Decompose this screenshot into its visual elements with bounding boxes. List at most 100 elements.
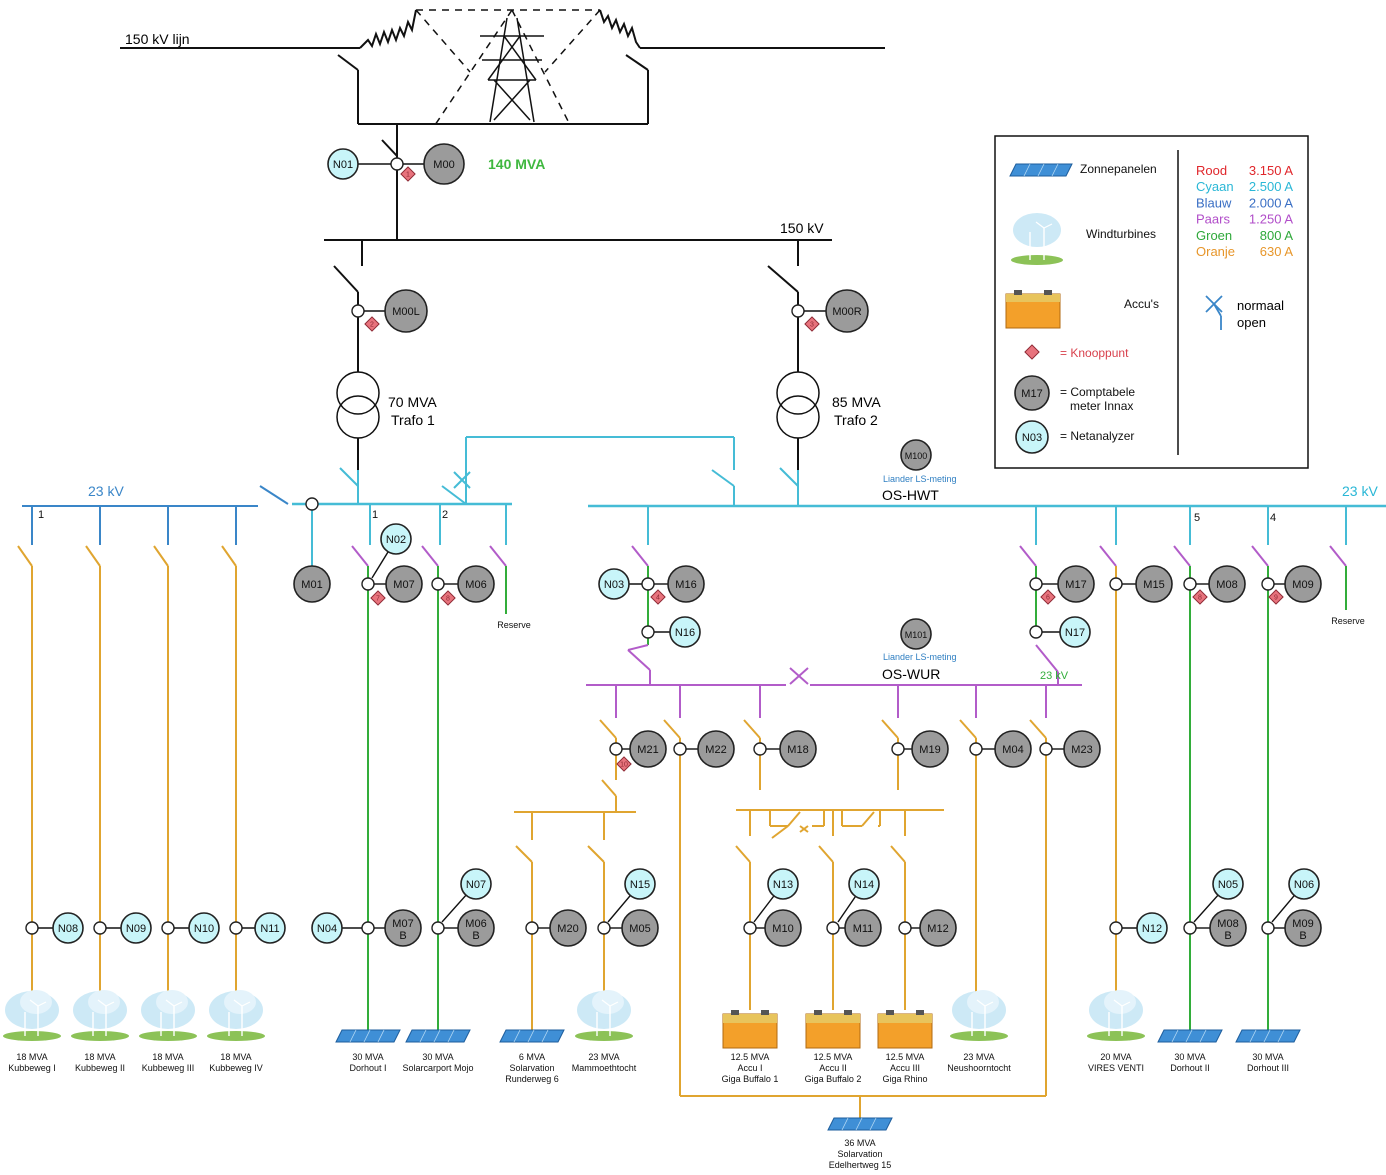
normally-open-label2: open xyxy=(1237,315,1266,330)
source-label: Giga Rhino xyxy=(882,1074,927,1084)
svg-text:Cyaan: Cyaan xyxy=(1196,179,1234,194)
source-label: 12.5 MVA xyxy=(886,1052,925,1062)
meter-m19: M19 xyxy=(911,730,949,768)
legend-wind-label: Windturbines xyxy=(1086,227,1156,241)
knooppunt-icon: 6 xyxy=(1040,589,1056,605)
solar-panel-icon xyxy=(827,1117,893,1131)
svg-text:3: 3 xyxy=(810,322,814,329)
bus-23kv-right-label: 23 kV xyxy=(1342,483,1378,499)
pylon-icon xyxy=(480,17,544,123)
current-transformer-icon xyxy=(826,921,840,935)
svg-text:N06: N06 xyxy=(1294,879,1314,891)
svg-text:M09: M09 xyxy=(1292,579,1313,591)
netanalyzer-n07: N07 xyxy=(460,868,492,900)
meter-m09: M09 xyxy=(1284,565,1322,603)
current-transformer-icon xyxy=(93,921,107,935)
wind-turbine-icon xyxy=(207,990,265,1041)
svg-text:M12: M12 xyxy=(927,923,948,935)
svg-text:M05: M05 xyxy=(629,923,650,935)
source-label: Edelhertweg 15 xyxy=(829,1160,892,1170)
meter-m17: M17 xyxy=(1057,565,1095,603)
svg-text:N05: N05 xyxy=(1218,879,1238,891)
current-transformer-icon xyxy=(1029,577,1043,591)
source-label: 12.5 MVA xyxy=(731,1052,770,1062)
svg-text:N03: N03 xyxy=(1022,432,1042,444)
meter-m04: M04 xyxy=(994,730,1032,768)
svg-text:N10: N10 xyxy=(194,923,214,935)
svg-text:3.150 A: 3.150 A xyxy=(1249,163,1293,178)
netanalyzer-n01: N01 xyxy=(327,148,359,180)
svg-text:M22: M22 xyxy=(705,744,726,756)
netanalyzer-n04: N04 xyxy=(311,912,343,944)
meter-m00r: M00R xyxy=(825,289,869,333)
svg-text:1: 1 xyxy=(406,172,410,179)
svg-text:N02: N02 xyxy=(386,534,406,546)
current-transformer-icon xyxy=(305,497,319,511)
svg-text:M15: M15 xyxy=(1143,579,1164,591)
legend-netanalyzer-label: = Netanalyzer xyxy=(1060,429,1134,443)
svg-text:M08: M08 xyxy=(1216,579,1237,591)
solar-panel-icon xyxy=(405,1029,471,1043)
netanalyzer-n12: N12 xyxy=(1136,912,1168,944)
current-transformer-icon xyxy=(673,742,687,756)
current-transformer-icon xyxy=(609,742,623,756)
svg-text:M10: M10 xyxy=(772,923,793,935)
svg-text:M01: M01 xyxy=(301,579,322,591)
meter-m16: M16 xyxy=(667,565,705,603)
current-transformer-icon xyxy=(1183,921,1197,935)
svg-text:N04: N04 xyxy=(317,923,337,935)
current-transformer-icon xyxy=(229,921,243,935)
solar-panel-icon xyxy=(499,1029,565,1043)
svg-text:N17: N17 xyxy=(1065,627,1085,639)
current-transformer-icon xyxy=(351,304,365,318)
svg-text:M06: M06 xyxy=(465,918,486,930)
os-hwt-label: OS-HWT xyxy=(882,487,939,503)
source-label: 30 MVA xyxy=(422,1052,453,1062)
meter-m07: M07 xyxy=(385,565,423,603)
feeder-number: 2 xyxy=(442,509,448,521)
source-label: Kubbeweg III xyxy=(142,1063,195,1073)
svg-text:8: 8 xyxy=(1198,595,1202,602)
current-transformer-icon xyxy=(361,577,375,591)
current-transformer-icon xyxy=(1029,625,1043,639)
meter-m100: M100 xyxy=(900,439,932,471)
feeders xyxy=(17,545,1347,1030)
wur-section xyxy=(514,644,1082,1120)
svg-text:N16: N16 xyxy=(675,627,695,639)
source-label: Runderweg 6 xyxy=(505,1074,559,1084)
svg-text:N09: N09 xyxy=(126,923,146,935)
svg-text:M06: M06 xyxy=(465,579,486,591)
source-label: Dorhout III xyxy=(1247,1063,1289,1073)
current-transformer-icon xyxy=(25,921,39,935)
wind-turbine-icon xyxy=(71,990,129,1041)
source-label: 18 MVA xyxy=(220,1052,251,1062)
svg-text:M04: M04 xyxy=(1002,744,1023,756)
meter-m06: M06 xyxy=(457,565,495,603)
current-transformer-icon xyxy=(641,577,655,591)
os-wur-label: OS-WUR xyxy=(882,666,940,682)
svg-text:M00: M00 xyxy=(433,159,454,171)
source-label: 18 MVA xyxy=(152,1052,183,1062)
wind-turbine-icon xyxy=(950,990,1008,1041)
current-transformer-icon xyxy=(161,921,175,935)
current-transformer-icon xyxy=(791,304,805,318)
current-transformer-icon xyxy=(1261,921,1275,935)
current-transformer-icon xyxy=(390,157,404,171)
source-label: 12.5 MVA xyxy=(814,1052,853,1062)
svg-text:Oranje: Oranje xyxy=(1196,244,1235,259)
solar-panel-icon xyxy=(335,1029,401,1043)
source-label: 18 MVA xyxy=(16,1052,47,1062)
current-transformer-icon xyxy=(1109,577,1123,591)
netanalyzer-n09: N09 xyxy=(120,912,152,944)
netanalyzer-n10: N10 xyxy=(188,912,220,944)
solar-panel-icon xyxy=(1009,163,1073,177)
current-transformer-icon xyxy=(1183,577,1197,591)
wind-turbine-icon xyxy=(575,990,633,1041)
